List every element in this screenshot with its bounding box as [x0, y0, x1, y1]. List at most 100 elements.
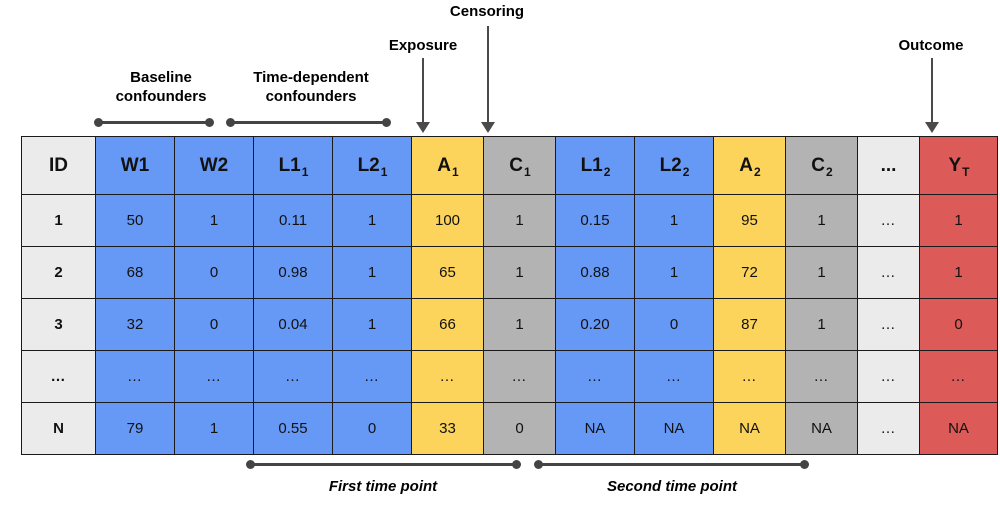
- table-header-cell-: ...: [857, 136, 920, 195]
- table-cell: …: [332, 350, 412, 403]
- header-subscript: 2: [682, 164, 690, 179]
- table-cell: 1: [785, 298, 858, 351]
- bracket-second-time-point: [534, 460, 809, 469]
- header-subscript: 2: [754, 164, 761, 179]
- table-cell: 0.20: [555, 298, 635, 351]
- table-header-cell-a2: A2: [713, 136, 786, 195]
- table-cell: NA: [785, 402, 858, 455]
- header-label: C: [509, 154, 524, 176]
- header-label: Y: [948, 154, 962, 176]
- table-cell: 0: [174, 298, 254, 351]
- header-label: L1: [278, 154, 301, 176]
- table-header-cell-w2: W2: [174, 136, 254, 195]
- table-row-id: 1: [21, 194, 96, 247]
- table-cell: 1: [785, 246, 858, 299]
- table-cell: 100: [411, 194, 484, 247]
- header-label: L2: [357, 154, 380, 176]
- table-header-cell-id: ID: [21, 136, 96, 195]
- header-label: C: [811, 154, 826, 176]
- table-cell: 95: [713, 194, 786, 247]
- annotation-label-baseline-confounders: Baseline confounders: [115, 69, 207, 105]
- header-subscript: 2: [603, 164, 611, 179]
- table-cell: 72: [713, 246, 786, 299]
- table-cell: 1: [332, 298, 412, 351]
- table-header-cell-w1: W1: [95, 136, 175, 195]
- table-cell: 1: [634, 194, 714, 247]
- table-cell: …: [857, 298, 920, 351]
- table-cell: …: [857, 350, 920, 403]
- table-header-cell-l11: L11: [253, 136, 333, 195]
- table-cell: …: [785, 350, 858, 403]
- table-cell: …: [919, 350, 998, 403]
- table-cell: NA: [919, 402, 998, 455]
- table-header-cell-a1: A1: [411, 136, 484, 195]
- header-label: L2: [659, 154, 682, 176]
- bracket-bar: [98, 121, 210, 124]
- table-cell: 0.55: [253, 402, 333, 455]
- bracket-dot-right: [512, 460, 521, 469]
- table-cell: 87: [713, 298, 786, 351]
- table-row-id: 2: [21, 246, 96, 299]
- table-cell: …: [555, 350, 635, 403]
- bracket-bar: [230, 121, 387, 124]
- table-cell: 0.04: [253, 298, 333, 351]
- arrow-outcome: [925, 58, 939, 133]
- table-cell: 0.11: [253, 194, 333, 247]
- table-cell: …: [857, 194, 920, 247]
- arrow-head-icon: [925, 122, 939, 133]
- table-cell: NA: [634, 402, 714, 455]
- table-cell: 1: [174, 194, 254, 247]
- table-cell: 68: [95, 246, 175, 299]
- header-subscript: T: [962, 164, 970, 179]
- table-cell: …: [411, 350, 484, 403]
- arrow-head-icon: [481, 122, 495, 133]
- table-cell: 1: [919, 246, 998, 299]
- table-cell: …: [857, 402, 920, 455]
- table-cell: 1: [483, 246, 556, 299]
- table-cell: 1: [174, 402, 254, 455]
- table-cell: 65: [411, 246, 484, 299]
- header-subscript: 1: [524, 164, 531, 179]
- header-label: W2: [199, 154, 229, 176]
- table-header-cell-yt: YT: [919, 136, 998, 195]
- table-header-cell-c2: C2: [785, 136, 858, 195]
- table-cell: …: [483, 350, 556, 403]
- table-cell: 50: [95, 194, 175, 247]
- table-cell: 1: [634, 246, 714, 299]
- table-cell: 79: [95, 402, 175, 455]
- annotation-label-censoring: Censoring: [449, 3, 525, 20]
- table-cell: 1: [785, 194, 858, 247]
- bracket-dot-right: [800, 460, 809, 469]
- table-cell: 1: [919, 194, 998, 247]
- annotation-label-exposure: Exposure: [388, 37, 458, 54]
- table-cell: …: [634, 350, 714, 403]
- header-subscript: 2: [826, 164, 833, 179]
- header-subscript: 1: [452, 164, 459, 179]
- table-cell: 33: [411, 402, 484, 455]
- arrow-head-icon: [416, 122, 430, 133]
- bracket-first-time-point: [246, 460, 521, 469]
- arrow-shaft: [487, 26, 489, 122]
- table-cell: 0.15: [555, 194, 635, 247]
- arrow-shaft: [422, 58, 424, 122]
- table-row-id: …: [21, 350, 96, 403]
- table-header-cell-c1: C1: [483, 136, 556, 195]
- header-label: A: [739, 154, 754, 176]
- table-cell: 0: [919, 298, 998, 351]
- bracket-baseline-confounders: [94, 118, 214, 127]
- bracket-bar: [250, 463, 517, 466]
- table-cell: …: [174, 350, 254, 403]
- annotation-label-second-time-point: Second time point: [606, 478, 737, 495]
- header-subscript: 1: [301, 164, 309, 179]
- header-label: ...: [880, 154, 897, 176]
- table-cell: …: [95, 350, 175, 403]
- bracket-dot-right: [205, 118, 214, 127]
- table-cell: 1: [332, 194, 412, 247]
